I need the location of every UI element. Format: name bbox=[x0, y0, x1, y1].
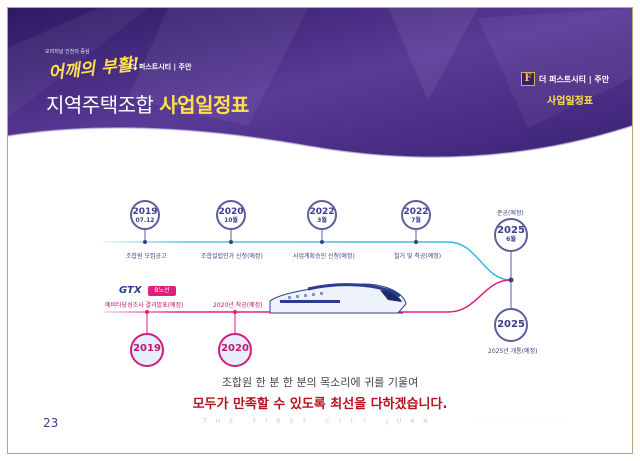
milestone-label-2: 조합설립인가 신청(예정) bbox=[201, 253, 263, 260]
gtx-line-badge: B노선 bbox=[148, 286, 176, 296]
gtx-logo: GTX bbox=[119, 285, 142, 296]
message-line-1: 조합원 한 분 한 분의 목소리에 귀를 기울여 bbox=[221, 376, 419, 389]
pink-timeline-line bbox=[103, 279, 512, 313]
milestone-circle-1: 2019 07.12 bbox=[130, 200, 160, 230]
gtx-opening-circle: 2025 bbox=[494, 308, 528, 342]
milestone-dots bbox=[143, 240, 418, 244]
gtx-milestone-circle-1: 2019 bbox=[130, 333, 164, 367]
bottom-tagline: THE FIRST CITY JUAN bbox=[203, 418, 437, 425]
milestone-label-4: 철거 및 착공(예정) bbox=[394, 253, 442, 260]
letter-f-emblem-icon: F bbox=[521, 72, 535, 86]
tagline-small: 오리지널 인천의 중심 bbox=[45, 49, 90, 55]
high-speed-train-icon bbox=[269, 283, 407, 314]
milestone-circle-4: 2022 7월 bbox=[401, 200, 431, 230]
completion-circle: 2025 6월 bbox=[494, 218, 528, 252]
gtx-connectors bbox=[146, 312, 236, 333]
milestone-label-3: 사업계획승인 신청(예정) bbox=[293, 253, 355, 260]
milestone-connectors bbox=[144, 230, 417, 242]
gtx-milestone-circle-2: 2020 bbox=[218, 333, 252, 367]
gtx-dots bbox=[145, 310, 237, 314]
page-number: 23 bbox=[43, 416, 59, 430]
title-main: 지역주택조합 bbox=[46, 93, 154, 117]
brand-name-right: 더 퍼스트시티 | 주안 bbox=[539, 75, 610, 84]
page-frame: 오리지널 인천의 중심 어깨의 부활! 더 퍼스트시티 | 주안 지역주택조합 … bbox=[7, 7, 633, 454]
subtitle-right: 사업일정표 bbox=[547, 96, 593, 107]
gtx-milestone-label-2: 2020년 착공(예정) bbox=[213, 302, 263, 309]
blue-timeline-line bbox=[103, 241, 512, 281]
title-highlight: 사업일정표 bbox=[159, 93, 249, 117]
page-title: 지역주택조합 사업일정표 bbox=[46, 89, 249, 118]
timeline-lines bbox=[103, 230, 514, 333]
header-banner: 오리지널 인천의 중심 어깨의 부활! 더 퍼스트시티 | 주안 지역주택조합 … bbox=[8, 8, 632, 160]
junction-dot bbox=[508, 277, 514, 283]
milestone-circle-3: 2022 3월 bbox=[307, 200, 337, 230]
banner-background bbox=[8, 8, 632, 158]
milestone-label-1: 조합원 모집공고 bbox=[126, 253, 167, 260]
footnote-fine-print: · · · · · · · · · · · · · · · · · · · · … bbox=[470, 416, 571, 420]
gtx-opening-label: 2025년 개통(예정) bbox=[488, 348, 538, 355]
gtx-milestone-label-1: 예비타당성조사 결과발표(예정) bbox=[105, 302, 184, 309]
completion-label: 준공(예정) bbox=[497, 210, 524, 217]
brand-name-left: 더 퍼스트시티 | 주안 bbox=[130, 63, 192, 71]
milestone-circle-2: 2020 10월 bbox=[216, 200, 246, 230]
message-line-2: 모두가 만족할 수 있도록 최선을 다하겠습니다. bbox=[192, 397, 448, 412]
